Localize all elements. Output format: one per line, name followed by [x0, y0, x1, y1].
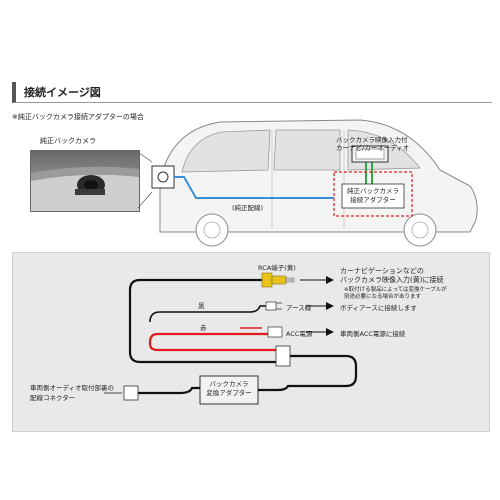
black-wire-label: 黒 — [198, 302, 205, 310]
rca-desc-note2: 別途必要になる場合があります — [344, 294, 422, 300]
vehicle-connector — [123, 385, 139, 401]
ground-wire — [228, 305, 266, 313]
adapter-box-line2: 変換アダプター — [206, 389, 252, 397]
acc-desc: 車両側ACC電源に接続 — [340, 330, 406, 338]
adapter-box-top — [341, 183, 405, 209]
ground-label: アース線 — [286, 304, 312, 312]
oem-wiring-blue — [174, 176, 334, 199]
section-title-text: 接続イメージ図 — [24, 86, 101, 99]
rca-label: RCA端子(黄) — [258, 264, 296, 272]
rca-plug-body — [261, 272, 273, 288]
oem-wiring-label: (純正配線) — [232, 204, 264, 212]
adapter-box-bottom — [199, 375, 259, 405]
car-window-middle — [273, 129, 341, 171]
adapter-note: ※純正バックカメラ接続アダプターの場合 — [12, 113, 144, 121]
rca-desc-line1: カーナビゲーションなどの — [340, 267, 424, 275]
ground-terminal — [265, 301, 277, 311]
rca-plug-tip — [285, 277, 295, 283]
black-harness — [128, 278, 276, 364]
adapter-top-line1: 純正バックカメラ — [347, 187, 399, 195]
rca-desc-line2: バックカメラ映像入力(黄)に接続 — [340, 276, 444, 284]
headunit-label-line1: バックカメラ映像入力付 — [336, 136, 408, 144]
acc-red-wire — [148, 332, 276, 352]
harness-connector — [275, 345, 291, 367]
red-wire-label: 赤 — [200, 324, 207, 332]
camera-label: 純正バックカメラ — [40, 137, 96, 145]
car-illustration — [137, 119, 478, 247]
adapter-dashed-frame — [333, 171, 413, 217]
adapter-box-line1: バックカメラ — [209, 380, 249, 388]
acc-label: ACC電源 — [286, 330, 313, 338]
camera-leader-line-top — [137, 151, 153, 163]
camera-leader-line-bottom — [137, 191, 153, 209]
adapter-top-label: 純正バックカメラ 接続アダプター — [342, 187, 404, 205]
adapter-bottom-label: バックカメラ 変換アダプター — [200, 380, 258, 398]
rca-desc-note1: ※取付ける製品によっては変換ケーブルが — [344, 287, 447, 293]
adapter-top-line2: 接続アダプター — [350, 196, 396, 204]
vehicle-connector-line2: 配線コネクター — [30, 394, 76, 402]
ground-desc: ボディアースに接続します — [340, 304, 417, 312]
black-harness-right — [290, 354, 358, 388]
vehicle-connector-line1: 車両側オーディオ取付部裏の — [30, 384, 115, 392]
section-title: 接続イメージ図 — [12, 82, 492, 103]
camera-photo-illustration — [31, 166, 139, 211]
car-window-rear — [181, 129, 271, 173]
acc-terminal — [267, 326, 283, 338]
camera-photo — [30, 150, 140, 212]
vehicle-to-adapter-wire — [138, 386, 200, 395]
headunit-label-line2: カーナビ/カーオーディオ — [336, 144, 410, 152]
